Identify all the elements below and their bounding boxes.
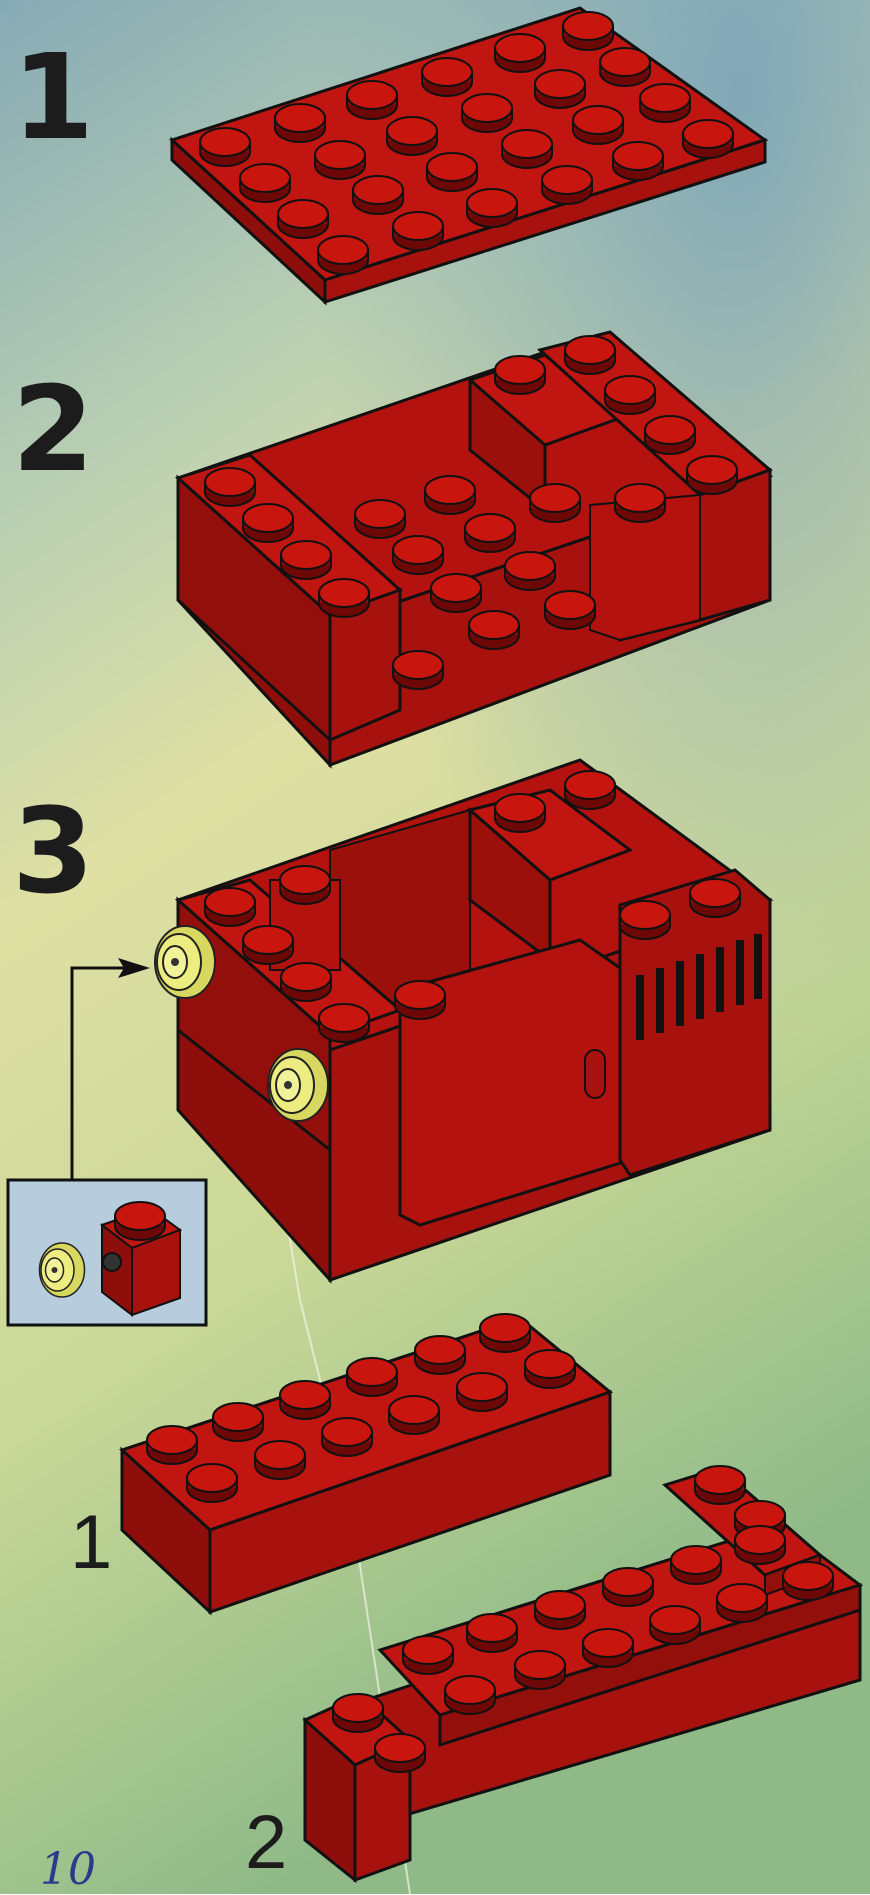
arrow-icon: [72, 958, 150, 1180]
step1-plate: [172, 8, 765, 302]
step3-assembly: [178, 760, 770, 1280]
inset-box: [8, 1180, 206, 1325]
